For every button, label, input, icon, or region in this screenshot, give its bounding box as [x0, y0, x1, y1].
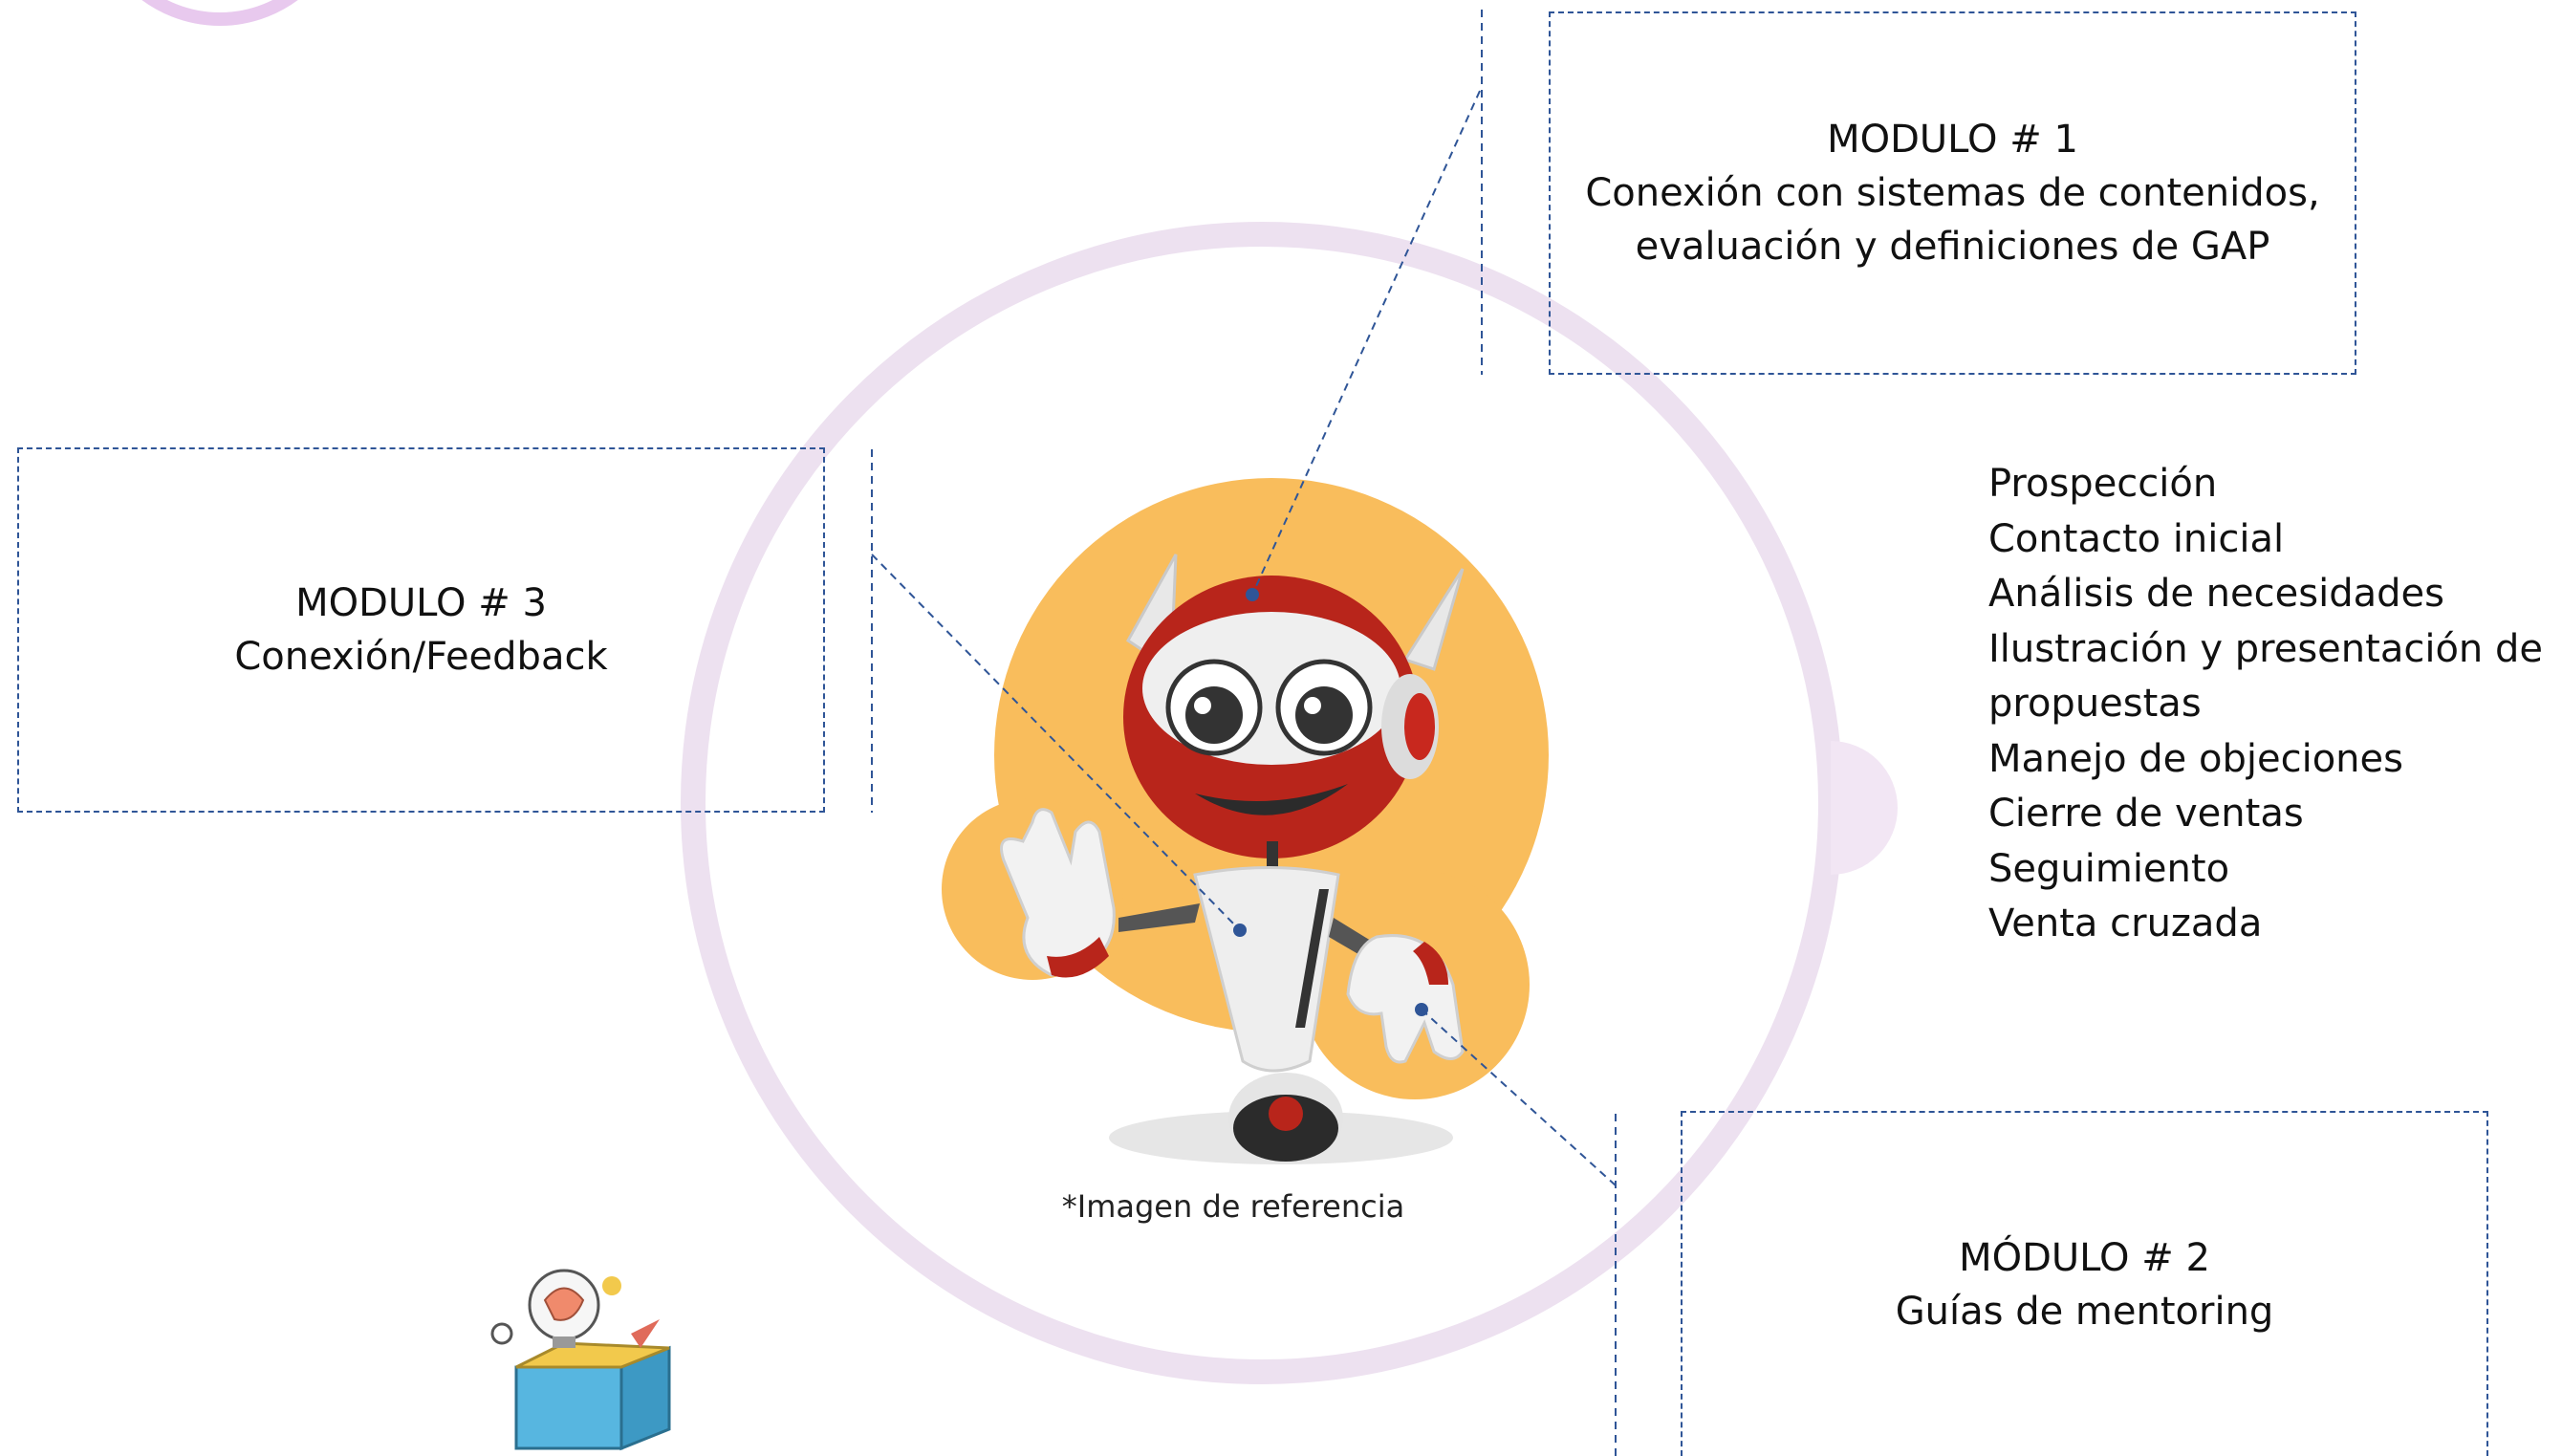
robot-illustration: [942, 478, 1549, 1164]
step-item: Cierre de ventas: [1988, 792, 2304, 836]
sales-steps-list: Prospección Contacto inicial Análisis de…: [1988, 457, 2543, 952]
idea-box-icon: [490, 1269, 671, 1451]
connector-dots: [1233, 588, 1428, 1016]
module-2-box: MÓDULO # 2 Guías de mentoring: [1681, 1111, 2488, 1456]
module-1-title: MODULO # 1: [1827, 118, 2078, 162]
step-item: propuestas: [1988, 682, 2202, 726]
step-item: Contacto inicial: [1988, 516, 2285, 561]
module-1-line2: evaluación y definiciones de GAP: [1635, 225, 2270, 269]
module-3-title: MODULO # 3: [295, 581, 547, 625]
module-1-line1: Conexión con sistemas de contenidos,: [1585, 171, 2320, 215]
module-3-box: MODULO # 3 Conexión/Feedback: [17, 447, 825, 813]
image-caption: *Imagen de referencia: [1061, 1188, 1405, 1225]
step-item: Análisis de necesidades: [1988, 572, 2444, 616]
step-item: Venta cruzada: [1988, 902, 2263, 945]
module-2-title: MÓDULO # 2: [1959, 1235, 2210, 1280]
step-item: Seguimiento: [1988, 846, 2230, 891]
module-1-box: MODULO # 1 Conexión con sistemas de cont…: [1549, 11, 2356, 375]
corner-ring: [141, 0, 298, 26]
module-3-line1: Conexión/Feedback: [234, 635, 608, 679]
connectors: [871, 10, 1617, 1456]
ring-accent: [1831, 741, 1898, 875]
step-item: Manejo de objeciones: [1988, 736, 2403, 781]
step-item: Prospección: [1988, 462, 2218, 506]
step-item: Ilustración y presentación de: [1988, 626, 2543, 671]
module-2-line1: Guías de mentoring: [1895, 1289, 2274, 1334]
